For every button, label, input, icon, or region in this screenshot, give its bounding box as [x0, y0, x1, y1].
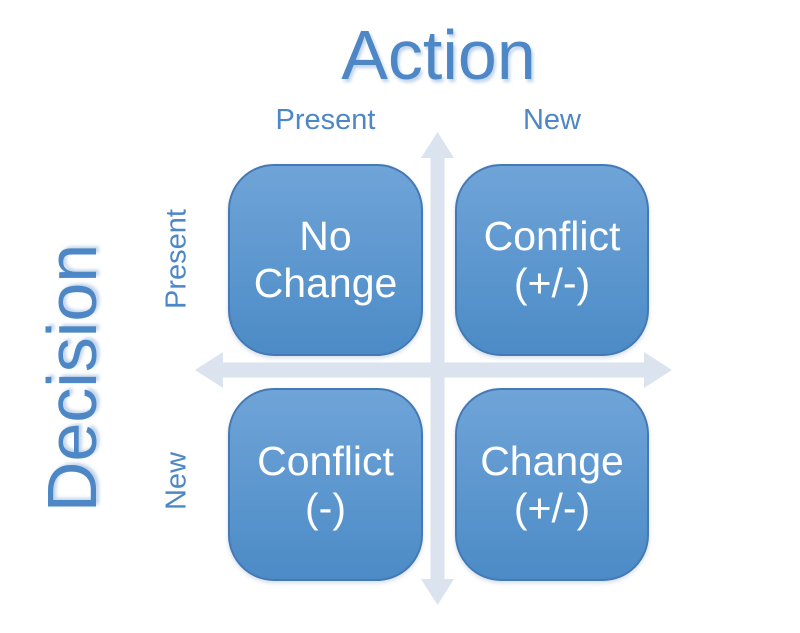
quadrant-label: Conflict (+/-)	[483, 213, 621, 306]
y-axis-label-new: New	[160, 451, 193, 511]
vertical-axis-arrow	[421, 132, 454, 605]
quadrant-change-plus-minus: Change (+/-)	[455, 388, 649, 581]
quadrant-label: Change (+/-)	[480, 437, 624, 531]
y-axis-title: Decision	[33, 243, 111, 513]
y-axis-label-present: Present	[160, 209, 193, 309]
x-axis-title: Action	[341, 16, 536, 94]
horizontal-axis-arrow	[195, 352, 672, 388]
quadrant-label: Conflict (-)	[257, 437, 394, 531]
quadrant-no-change: No Change	[228, 164, 423, 356]
quadrant-label: No Change	[253, 213, 398, 306]
x-axis-label-present: Present	[275, 104, 376, 136]
x-axis-label-new: New	[522, 104, 581, 136]
quadrant-conflict-minus: Conflict (-)	[228, 388, 423, 581]
quadrant-conflict-plus-minus: Conflict (+/-)	[455, 164, 649, 356]
